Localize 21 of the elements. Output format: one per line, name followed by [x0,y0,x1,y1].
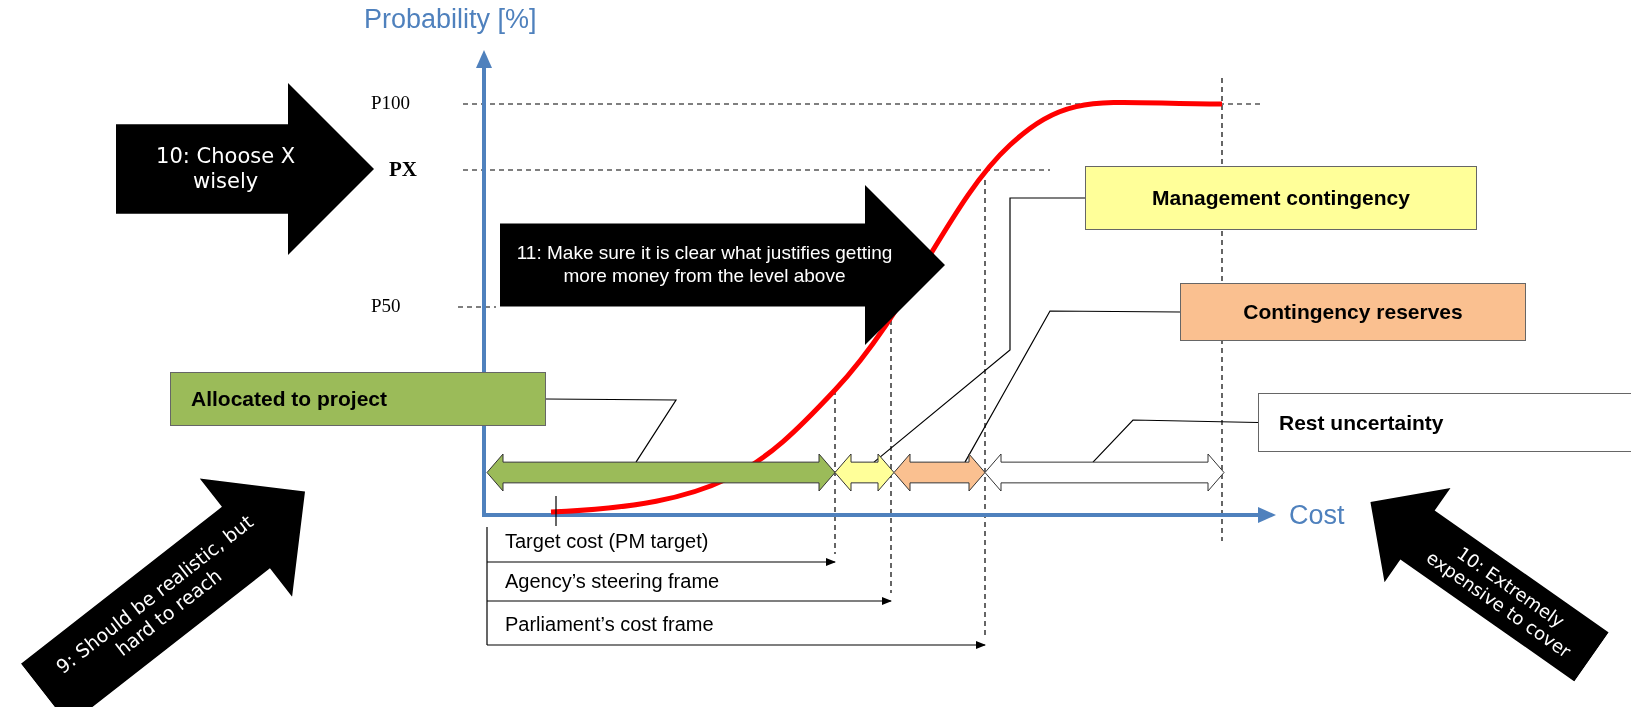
range-bar [894,454,985,491]
leader-line [545,398,678,463]
leader-line [1092,419,1259,463]
tick-label: PX [389,157,417,182]
leader-line [964,310,1181,463]
axis-title: Probability [%] [364,4,537,35]
axis-title: Cost [1289,500,1345,531]
dimension-label: Parliament’s cost frame [505,613,714,636]
range-bar [985,454,1224,491]
range-bar [487,454,835,491]
range-bar [835,454,894,491]
leader-line [873,197,1086,463]
tick-label: P50 [371,295,401,317]
dimension-label: Agency’s steering frame [505,570,720,593]
tick-label: P100 [371,92,411,114]
label-box: Rest uncertainty [1258,393,1631,452]
label-box: Contingency reserves [1180,283,1526,341]
dimension-label: Target cost (PM target) [505,530,709,553]
label-box: Management contingency [1085,166,1477,230]
callout-arrow: 11: Make sure it is clear what justifies getting more money from the level above [500,185,945,345]
label-box: Allocated to project [170,372,546,426]
